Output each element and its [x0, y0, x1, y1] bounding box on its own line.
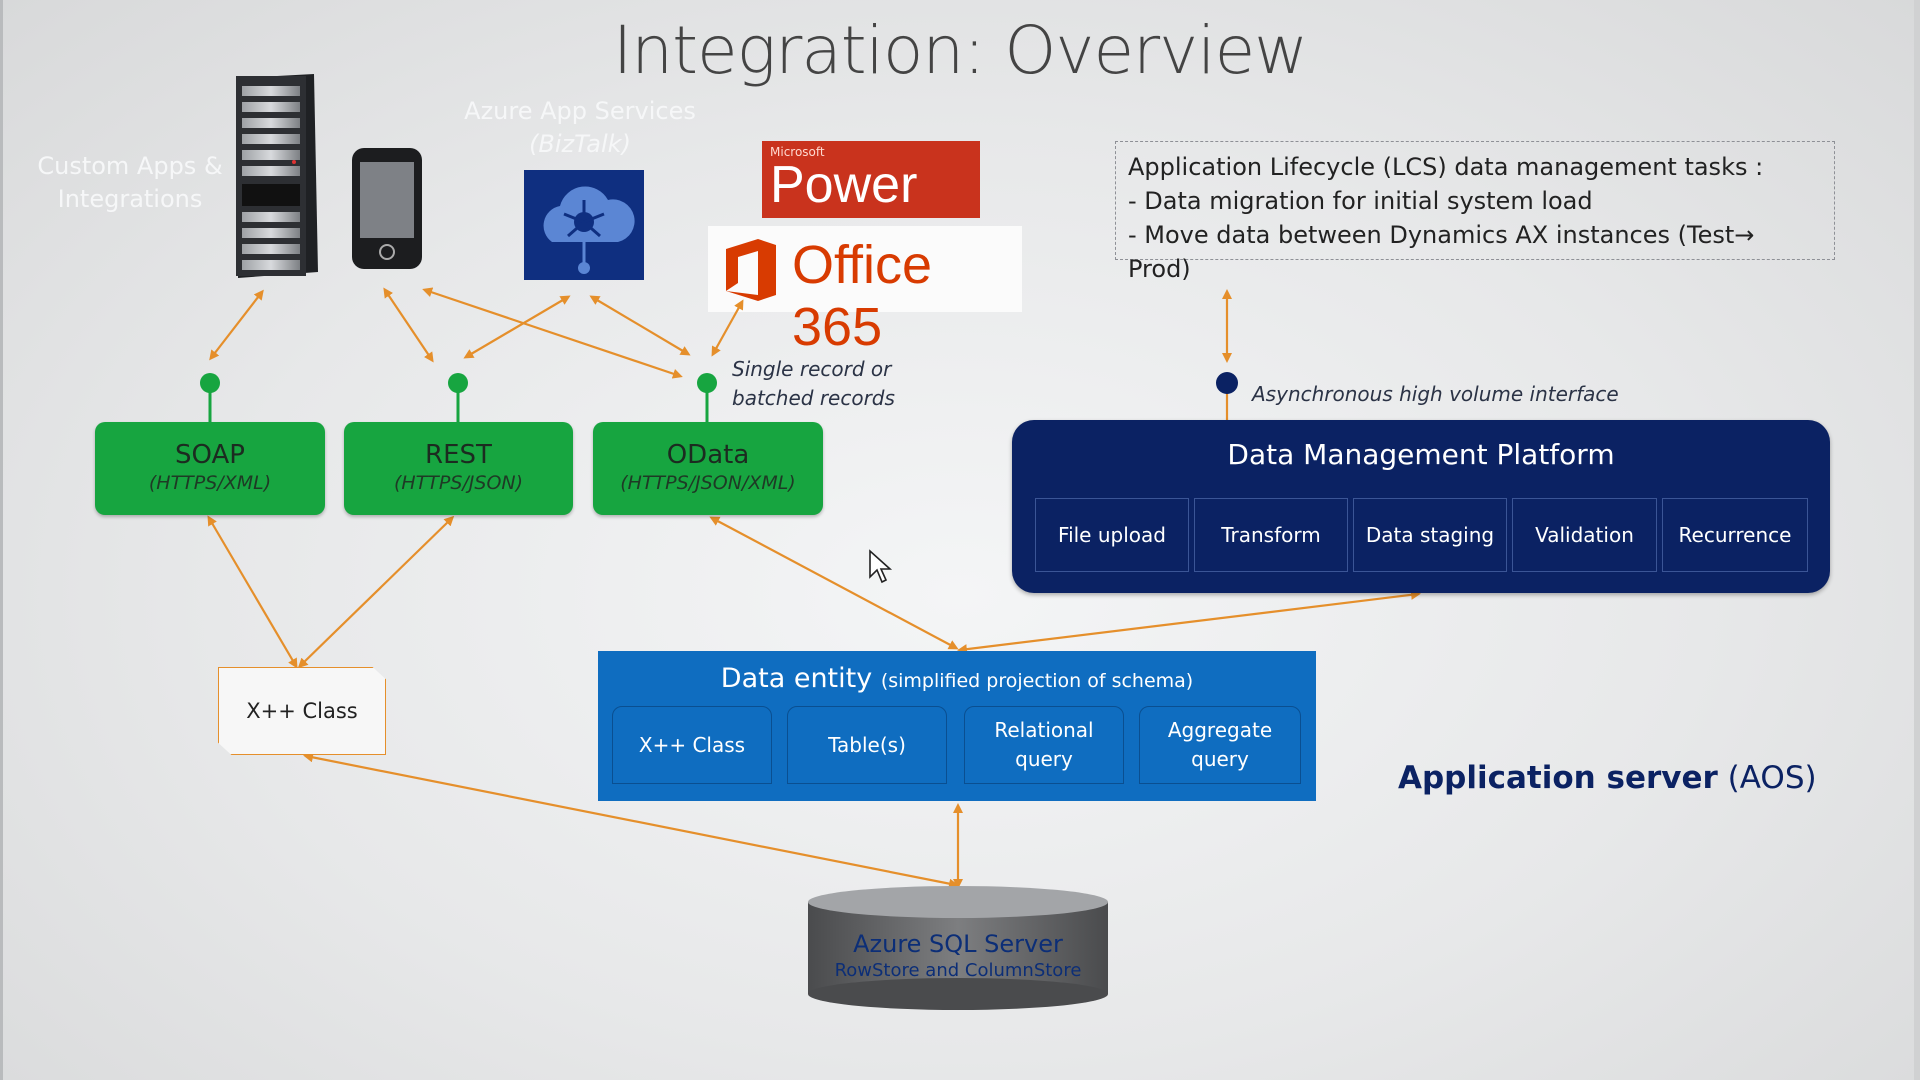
phone-icon	[352, 148, 422, 269]
azure-app-services-sub: (BizTalk)	[529, 130, 631, 158]
rest-name: REST	[425, 440, 492, 470]
dmp-cell-data-staging: Data staging	[1353, 498, 1507, 572]
sql-name: Azure SQL Server	[853, 930, 1063, 958]
power-bi-maker: Microsoft	[770, 145, 825, 159]
azure-app-services-label: Azure App Services (BizTalk)	[420, 95, 740, 161]
server-tower-icon	[236, 74, 318, 278]
arrow-soap-xpp	[207, 515, 298, 669]
rest-endpoint-dot	[448, 373, 468, 393]
dmp-title: Data Management Platform	[1227, 438, 1615, 471]
soap-name: SOAP	[175, 440, 245, 470]
entity-cell-xpp-class: X++ Class	[612, 706, 772, 784]
azure-app-services-name: Azure App Services	[464, 97, 696, 125]
soap-endpoint-dot	[200, 373, 220, 393]
arrow-office-odata	[711, 299, 744, 357]
lcs-tasks-box: Application Lifecycle (LCS) data managem…	[1115, 141, 1835, 283]
soap-box: SOAP (HTTPS/XML)	[95, 422, 325, 515]
office-logo-icon	[726, 239, 776, 301]
entity-cell-tables: Table(s)	[787, 706, 947, 784]
dmp-cell-recurrence: Recurrence	[1662, 498, 1808, 572]
aos-bold: Application server	[1398, 760, 1718, 796]
arrow-rest-xpp	[297, 515, 455, 669]
slide-edge-left	[0, 0, 3, 1080]
odata-note: Single record or batched records	[732, 355, 952, 413]
dmp-cell-file-upload: File upload	[1035, 498, 1189, 572]
slide-edge-right	[1914, 0, 1920, 1080]
aos-rest: (AOS)	[1727, 760, 1817, 796]
mouse-cursor-icon	[869, 549, 893, 584]
sql-sub: RowStore and ColumnStore	[834, 960, 1082, 981]
arrow-odata-entity	[709, 516, 959, 650]
odata-note-line2: batched records	[732, 386, 895, 410]
odata-name: OData	[666, 440, 750, 470]
lcs-item-move-data: - Move data between Dynamics AX instance…	[1128, 221, 1755, 283]
data-entity-title: Data entity	[720, 663, 873, 694]
lcs-item-migration: - Data migration for initial system load	[1128, 187, 1593, 215]
custom-apps-text: Custom Apps & Integrations	[37, 152, 223, 213]
dmp-cell-transform: Transform	[1194, 498, 1348, 572]
application-server-label: Application server (AOS)	[1398, 760, 1818, 796]
data-entity-subtitle: (simplified projection of schema)	[880, 670, 1194, 692]
slide-title: Integration: Overview	[612, 12, 1308, 89]
data-entity-box: Data entity (simplified projection of sc…	[598, 651, 1316, 801]
xpp-class-box: X++ Class	[218, 667, 386, 755]
odata-sub: (HTTPS/JSON/XML)	[620, 472, 796, 494]
odata-note-line1: Single record or	[732, 357, 892, 381]
office365-name: Office 365	[792, 235, 933, 357]
soap-sub: (HTTPS/XML)	[148, 472, 272, 494]
data-management-platform: Data Management Platform File upload Tra…	[1012, 420, 1830, 593]
arrow-phone-rest	[383, 287, 434, 363]
odata-endpoint-dot	[697, 373, 717, 393]
arrow-server-soap	[209, 289, 264, 361]
lcs-heading: Application Lifecycle (LCS) data managem…	[1128, 153, 1764, 181]
dmp-cell-validation: Validation	[1512, 498, 1657, 572]
async-note: Asynchronous high volume interface	[1252, 382, 1619, 406]
entity-cell-relational-query: Relational query	[964, 706, 1124, 784]
odata-box: OData (HTTPS/JSON/XML)	[593, 422, 823, 515]
arrow-phone-odata	[422, 287, 683, 379]
cloud-network-icon	[524, 170, 644, 280]
sql-database-icon	[808, 886, 1108, 1010]
sql-label: Azure SQL Server RowStore and ColumnStor…	[806, 930, 1110, 981]
arrow-azure-odata	[589, 295, 691, 356]
arrow-azure-rest	[463, 295, 571, 359]
dmp-endpoint-dot	[1216, 372, 1238, 394]
arrow-xpp-sql	[303, 752, 959, 889]
arrow-dmp-entity	[957, 589, 1421, 655]
office365-logo: Office 365	[708, 226, 1022, 357]
rest-sub: (HTTPS/JSON)	[393, 472, 524, 494]
custom-apps-label: Custom Apps & Integrations	[20, 150, 240, 216]
entity-cell-aggregate-query: Aggregate query	[1139, 706, 1301, 784]
rest-box: REST (HTTPS/JSON)	[344, 422, 573, 515]
data-entity-heading: Data entity (simplified projection of sc…	[598, 663, 1316, 694]
